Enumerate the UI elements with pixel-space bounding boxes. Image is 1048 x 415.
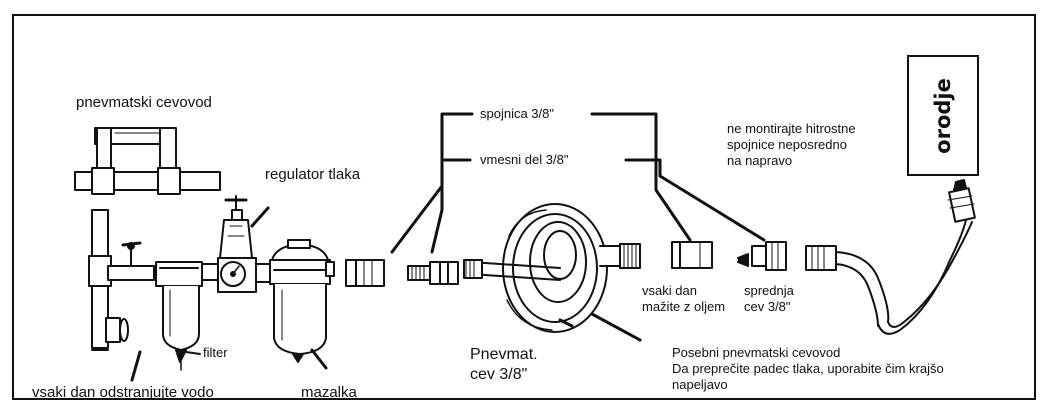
coupling bbox=[345, 259, 385, 287]
label-drain-daily: vsaki dan odstranjujte vodo bbox=[32, 384, 214, 401]
lubricator-unit bbox=[269, 239, 335, 363]
label-special-hose-note: Posebni pnevmatski cevovod Da preprečite… bbox=[672, 345, 944, 392]
label-intermediate-part: vmesni del 3/8" bbox=[480, 152, 569, 167]
intermediate-part bbox=[407, 261, 459, 285]
hose-coil bbox=[463, 203, 641, 333]
label-no-quick-coupling: ne montirajte hitrostne spojnice neposre… bbox=[727, 121, 856, 168]
label-pressure-regulator: regulator tlaka bbox=[265, 166, 361, 183]
front-hose bbox=[805, 219, 973, 335]
label-coupling: spojnica 3/8" bbox=[480, 106, 554, 121]
label-tool: orodje bbox=[931, 77, 955, 154]
diagram-frame bbox=[12, 14, 1036, 400]
quick-coupling bbox=[671, 241, 713, 269]
drop-pipe bbox=[88, 209, 155, 351]
label-lubricator: mazalka bbox=[301, 384, 357, 401]
label-oil-daily: vsaki dan mažite z oljem bbox=[642, 283, 726, 314]
tool-box: orodje bbox=[907, 55, 979, 176]
label-hose: Pnevmat. cev 3/8" bbox=[470, 346, 538, 383]
ball-valve bbox=[121, 241, 142, 267]
pressure-regulator bbox=[217, 195, 271, 293]
tool-connector bbox=[947, 179, 976, 223]
front-connector bbox=[737, 241, 787, 271]
leader-lines bbox=[130, 112, 766, 382]
label-pneumatic-line: pnevmatski cevovod bbox=[76, 94, 212, 111]
overhead-pipe bbox=[74, 127, 221, 195]
label-front-hose: sprednja cev 3/8" bbox=[744, 283, 794, 314]
label-filter: filter bbox=[203, 345, 228, 360]
